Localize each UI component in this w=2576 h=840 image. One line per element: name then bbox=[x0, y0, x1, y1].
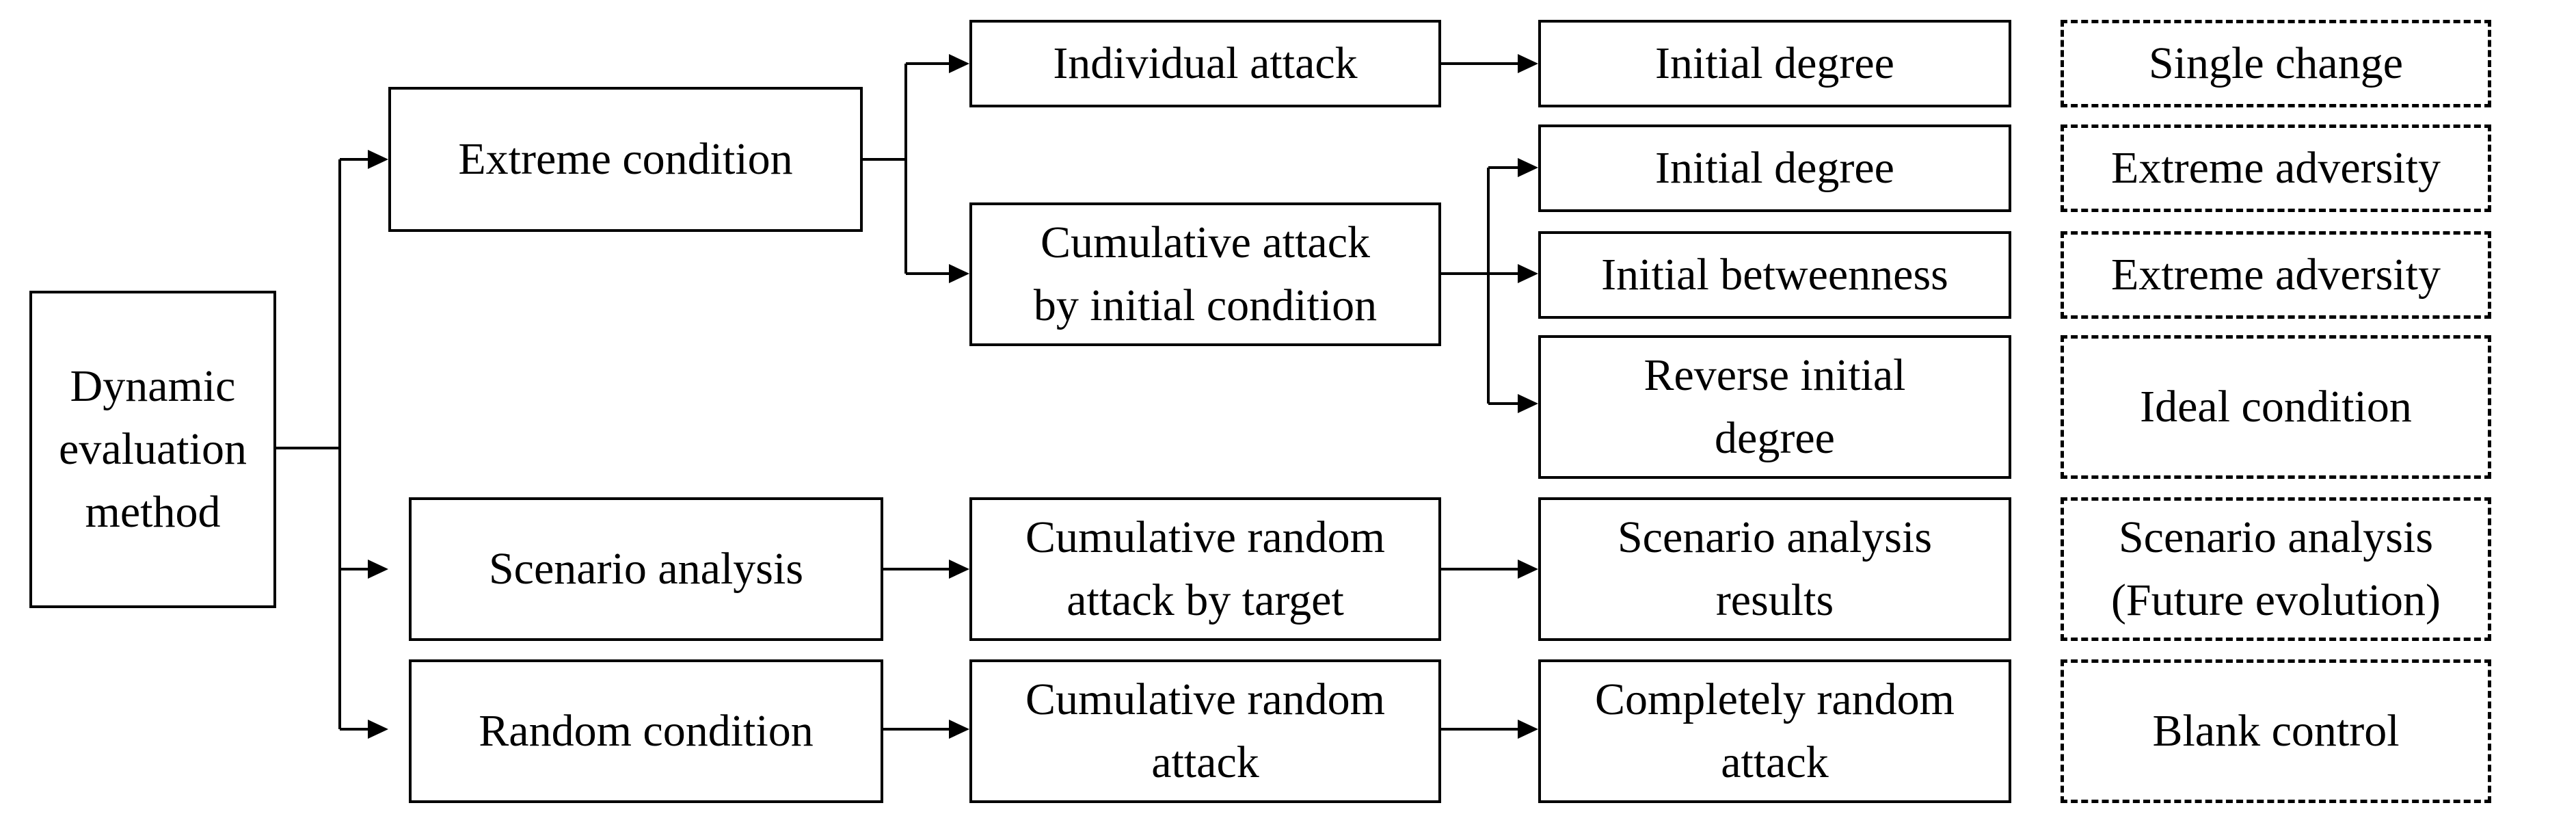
arrow-to-initial-degree-a bbox=[1518, 54, 1538, 73]
reverse-initial-degree-label: Reverse initial degree bbox=[1643, 350, 1906, 463]
arrow-to-scenario-results bbox=[1518, 560, 1538, 579]
category-extreme-adversity-b: Extreme adversity bbox=[2061, 231, 2491, 319]
individual-attack-box: Individual attack bbox=[969, 20, 1441, 107]
category-scenario-future-label: Scenario analysis (Future evolution) bbox=[2110, 512, 2441, 625]
initial-betweenness-box: Initial betweenness bbox=[1538, 231, 2011, 319]
root-node-label: Dynamic evaluation method bbox=[59, 361, 247, 537]
scenario-analysis-box: Scenario analysis bbox=[409, 497, 883, 641]
cumulative-initial-box: Cumulative attack by initial condition bbox=[969, 202, 1441, 346]
scenario-analysis-label: Scenario analysis bbox=[488, 544, 804, 594]
reverse-initial-degree-box: Reverse initial degree bbox=[1538, 335, 2011, 479]
cumulative-random-target-label: Cumulative random attack by target bbox=[1025, 512, 1386, 625]
category-single-change-label: Single change bbox=[2148, 38, 2404, 88]
completely-random-box: Completely random attack bbox=[1538, 659, 2011, 803]
random-condition-box: Random condition bbox=[409, 659, 883, 803]
arrow-to-individual-attack bbox=[949, 54, 969, 73]
root-node-box: Dynamic evaluation method bbox=[29, 291, 276, 608]
arrow-to-scenario bbox=[368, 560, 388, 579]
extreme-condition-label: Extreme condition bbox=[458, 134, 793, 184]
category-extreme-adversity-a: Extreme adversity bbox=[2061, 124, 2491, 212]
category-extreme-adversity-a-label: Extreme adversity bbox=[2111, 143, 2441, 193]
category-blank-control: Blank control bbox=[2061, 659, 2491, 803]
extreme-condition-box: Extreme condition bbox=[388, 87, 863, 232]
arrow-to-reverse-degree bbox=[1518, 394, 1538, 413]
cumulative-random-box: Cumulative random attack bbox=[969, 659, 1441, 803]
scenario-results-box: Scenario analysis results bbox=[1538, 497, 2011, 641]
completely-random-label: Completely random attack bbox=[1594, 674, 1955, 787]
random-condition-label: Random condition bbox=[479, 706, 814, 756]
initial-degree-b-label: Initial degree bbox=[1655, 143, 1894, 193]
category-scenario-future: Scenario analysis (Future evolution) bbox=[2061, 497, 2491, 641]
arrow-to-extreme bbox=[368, 150, 388, 169]
arrow-to-initial-betweenness bbox=[1518, 264, 1538, 283]
arrow-to-random bbox=[368, 720, 388, 739]
category-ideal-condition: Ideal condition bbox=[2061, 335, 2491, 479]
arrow-to-cumulative-random bbox=[949, 720, 969, 739]
category-single-change: Single change bbox=[2061, 20, 2491, 107]
initial-degree-a-box: Initial degree bbox=[1538, 20, 2011, 107]
arrow-to-completely-random bbox=[1518, 720, 1538, 739]
initial-degree-b-box: Initial degree bbox=[1538, 124, 2011, 212]
category-extreme-adversity-b-label: Extreme adversity bbox=[2111, 250, 2441, 300]
cumulative-initial-label: Cumulative attack by initial condition bbox=[1033, 218, 1378, 330]
initial-betweenness-label: Initial betweenness bbox=[1601, 250, 1948, 300]
scenario-results-label: Scenario analysis results bbox=[1617, 512, 1933, 625]
category-blank-control-label: Blank control bbox=[2152, 706, 2400, 756]
individual-attack-label: Individual attack bbox=[1053, 38, 1358, 88]
cumulative-random-target-box: Cumulative random attack by target bbox=[969, 497, 1441, 641]
arrow-to-cumulative-random-target bbox=[949, 560, 969, 579]
cumulative-random-label: Cumulative random attack bbox=[1025, 674, 1386, 787]
category-ideal-condition-label: Ideal condition bbox=[2140, 382, 2412, 432]
arrow-to-cumulative-initial bbox=[949, 264, 969, 283]
initial-degree-a-label: Initial degree bbox=[1655, 38, 1894, 88]
arrow-to-initial-degree-b bbox=[1518, 158, 1538, 177]
